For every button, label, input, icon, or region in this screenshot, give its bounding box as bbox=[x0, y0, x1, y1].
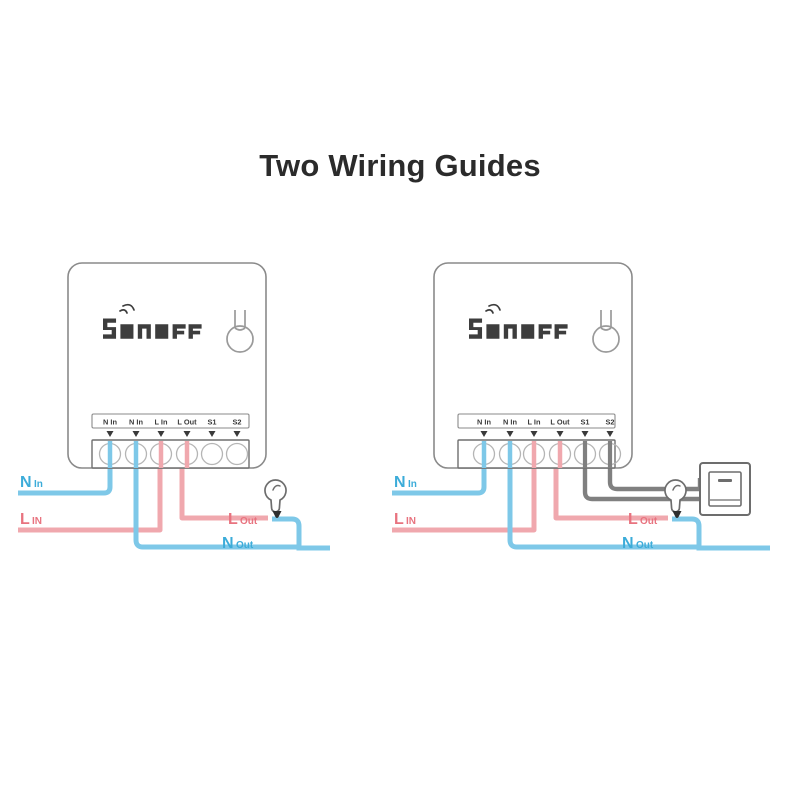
wire-s1-right bbox=[582, 455, 700, 502]
wall-switch-rocker[interactable] bbox=[708, 471, 742, 507]
wall-switch-indicator bbox=[718, 479, 732, 482]
wire-l-in-left bbox=[18, 455, 163, 533]
terminal-block-body bbox=[457, 439, 616, 469]
label-l-in-suffix-left: IN bbox=[32, 516, 42, 527]
wire-group-switch-right bbox=[582, 455, 703, 502]
terminal-label-4: S1 bbox=[207, 418, 216, 427]
terminal-arrow-5 bbox=[606, 431, 614, 437]
terminal-label-box bbox=[91, 413, 250, 429]
light-bulb-icon-right bbox=[664, 479, 687, 519]
terminal-label-0: N In bbox=[477, 418, 491, 427]
terminal-label-1: N In bbox=[129, 418, 143, 427]
wire-n-out-return-left bbox=[272, 516, 330, 551]
wire-n-out-return-right bbox=[672, 516, 770, 551]
terminal-arrow-4 bbox=[581, 431, 589, 437]
terminal-label-strip-right: N In N In L In L Out S1 S2 bbox=[457, 413, 616, 429]
terminal-label-4: S1 bbox=[580, 418, 589, 427]
page-title: Two Wiring Guides bbox=[259, 148, 541, 183]
wire-n-out-right bbox=[507, 455, 697, 550]
terminal-arrow-group-right bbox=[480, 431, 614, 437]
terminal-arrow-group-left bbox=[106, 431, 241, 437]
terminal-wire-stubs-left bbox=[107, 441, 190, 468]
terminal-label-box bbox=[457, 413, 616, 429]
bulb-glass bbox=[664, 479, 687, 513]
terminal-arrow-3 bbox=[556, 431, 564, 437]
label-n-in-prefix-left: N bbox=[20, 474, 32, 491]
terminal-arrow-0 bbox=[106, 431, 114, 437]
bulb-glass bbox=[264, 479, 287, 513]
wiring-guide-left: N In N In L In L Out S1 S2 bbox=[18, 262, 330, 552]
label-l-out-prefix-right: L bbox=[628, 511, 638, 528]
terminal-block-body bbox=[91, 439, 250, 469]
module-body bbox=[67, 262, 267, 469]
terminal-arrow-1 bbox=[506, 431, 514, 437]
wire-group-right bbox=[392, 455, 770, 551]
wire-l-out-right bbox=[553, 455, 668, 521]
label-n-out-suffix-right: Out bbox=[636, 540, 654, 551]
label-l-out-suffix-right: Out bbox=[640, 516, 658, 527]
terminal-label-3: L Out bbox=[550, 418, 570, 427]
label-l-in-prefix-left: L bbox=[20, 511, 30, 528]
terminal-arrow-5 bbox=[233, 431, 241, 437]
terminal-arrow-2 bbox=[530, 431, 538, 437]
terminal-label-3: L Out bbox=[177, 418, 197, 427]
wire-s2-right bbox=[607, 455, 703, 492]
wire-group-left bbox=[18, 455, 330, 551]
sonoff-module-right[interactable]: N In N In L In L Out S1 S2 bbox=[433, 262, 633, 469]
terminal-hole-4[interactable] bbox=[200, 442, 224, 466]
terminal-label-5: S2 bbox=[605, 418, 614, 427]
label-n-out-suffix-left: Out bbox=[236, 540, 254, 551]
bulb-base bbox=[672, 511, 682, 519]
module-body bbox=[433, 262, 633, 469]
bulb-base bbox=[272, 511, 282, 519]
terminal-wire-stubs-right bbox=[481, 441, 613, 468]
label-n-out-prefix-right: N bbox=[622, 535, 634, 552]
wire-label-group-left: N In L IN L Out N Out bbox=[20, 474, 258, 552]
label-n-in-suffix-left: In bbox=[34, 479, 43, 490]
wifi-signal-icon bbox=[485, 303, 501, 314]
label-l-out-suffix-left: Out bbox=[240, 516, 258, 527]
label-l-in-suffix-right: IN bbox=[406, 516, 416, 527]
wire-l-in-right bbox=[392, 455, 537, 533]
light-bulb-icon-left bbox=[264, 479, 287, 519]
terminal-arrow-1 bbox=[132, 431, 140, 437]
wire-l-out-left bbox=[179, 455, 268, 521]
wire-label-group-right: N In L IN L Out N Out bbox=[394, 474, 658, 552]
terminal-arrow-2 bbox=[157, 431, 165, 437]
terminal-arrow-3 bbox=[183, 431, 191, 437]
wiring-guide-right: N In N In L In L Out S1 S2 bbox=[392, 262, 770, 552]
button-icon[interactable] bbox=[592, 310, 620, 353]
label-n-out-prefix-left: N bbox=[222, 535, 234, 552]
terminal-hole-5[interactable] bbox=[225, 442, 249, 466]
wire-n-in-left bbox=[18, 455, 113, 496]
wifi-signal-icon bbox=[119, 303, 135, 314]
wire-n-out-left bbox=[133, 455, 297, 550]
terminal-arrow-4 bbox=[208, 431, 216, 437]
bulb-filament bbox=[672, 484, 681, 491]
label-l-out-prefix-left: L bbox=[228, 511, 238, 528]
bulb-filament bbox=[272, 484, 281, 491]
sonoff-module-left[interactable]: N In N In L In L Out S1 S2 bbox=[67, 262, 267, 469]
label-n-in-suffix-right: In bbox=[408, 479, 417, 490]
terminal-label-2: L In bbox=[527, 418, 540, 427]
terminal-label-2: L In bbox=[154, 418, 167, 427]
wall-switch-icon[interactable] bbox=[699, 462, 751, 516]
terminal-label-strip-left: N In N In L In L Out S1 S2 bbox=[91, 413, 250, 429]
label-n-in-prefix-right: N bbox=[394, 474, 406, 491]
terminal-label-5: S2 bbox=[232, 418, 241, 427]
terminal-label-1: N In bbox=[503, 418, 517, 427]
button-icon[interactable] bbox=[226, 310, 254, 353]
terminal-label-0: N In bbox=[103, 418, 117, 427]
terminal-block-left[interactable] bbox=[91, 439, 250, 469]
terminal-arrow-0 bbox=[480, 431, 488, 437]
wire-n-in-right bbox=[392, 455, 487, 496]
label-l-in-prefix-right: L bbox=[394, 511, 404, 528]
